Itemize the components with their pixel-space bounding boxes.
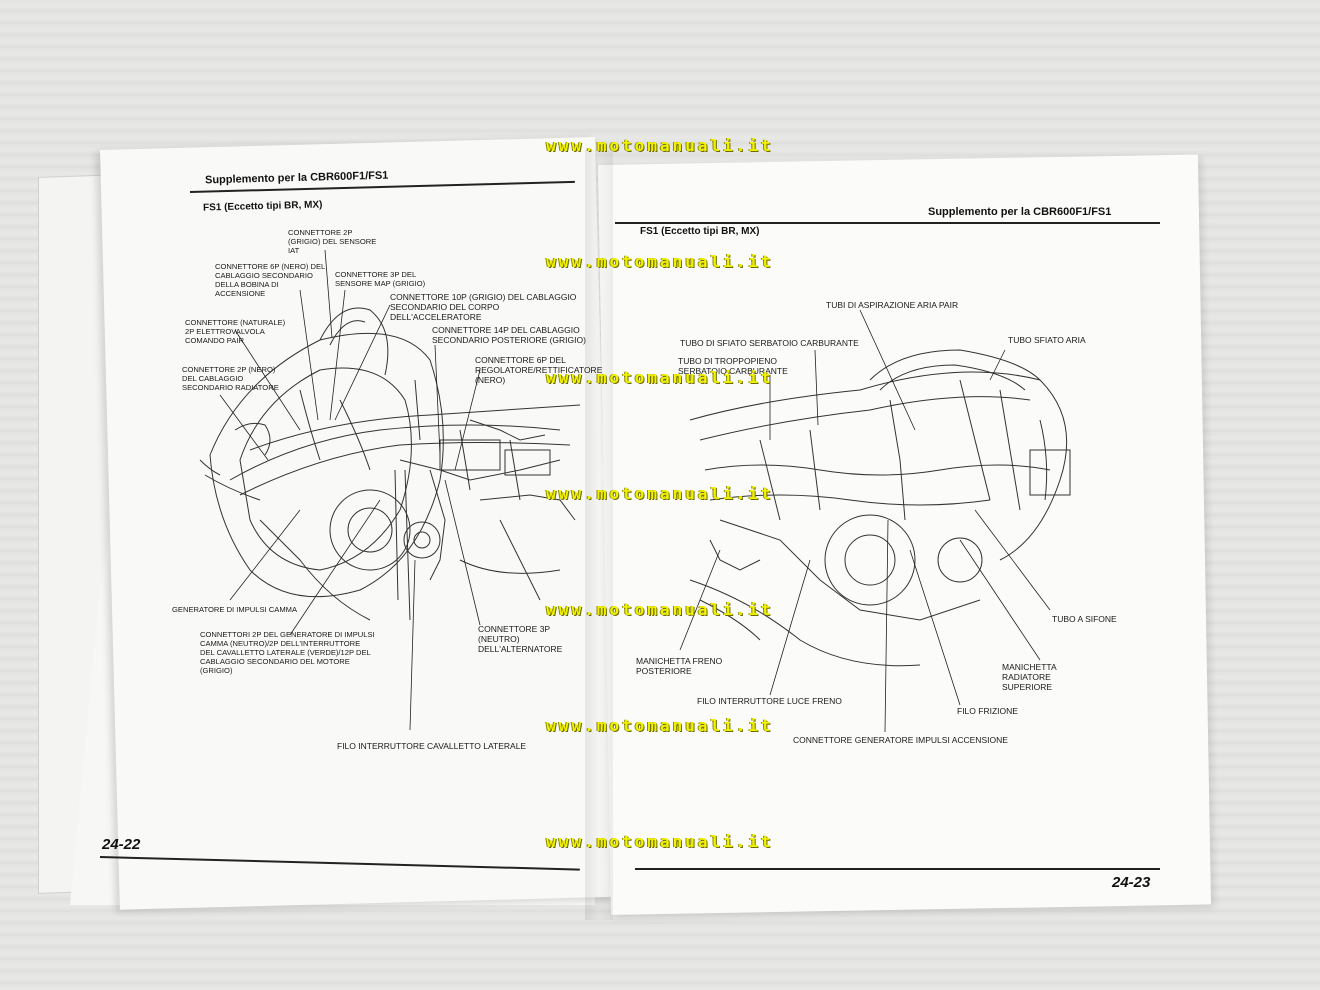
label-alternator-connector: CONNETTORE 3P (NEUTRO) DELL'ALTERNATORE: [478, 624, 563, 654]
label-throttle-body-connector: CONNETTORE 10P (GRIGIO) DEL CABLAGGIO SE…: [390, 292, 577, 322]
label-air-vent-tube: TUBO SFIATO ARIA: [1008, 335, 1086, 345]
watermark-text: www.motomanuali.it: [546, 832, 774, 851]
label-iat-connector: CONNETTORE 2P (GRIGIO) DEL SENSORE IAT: [288, 228, 377, 255]
label-rear-brake-hose: MANICHETTA FRENO POSTERIORE: [636, 656, 723, 676]
label-siphon-tube: TUBO A SIFONE: [1052, 614, 1117, 624]
right-footer-rule: [635, 868, 1160, 870]
right-page-subtitle: FS1 (Eccetto tipi BR, MX): [640, 226, 760, 237]
watermark-text: www.motomanuali.it: [546, 136, 774, 155]
label-fuel-tank-overflow-tube: TUBO DI TROPPOPIENO SERBATOIO CARBURANTE: [678, 356, 788, 376]
label-pair-air-intake-tubes: TUBI DI ASPIRAZIONE ARIA PAIR: [826, 300, 959, 310]
left-engine-diagram: [199, 307, 581, 621]
left-leader-lines: [219, 249, 481, 731]
right-page-header: Supplemento per la CBR600F1/FS1: [928, 206, 1112, 218]
right-leader-lines: [679, 309, 1051, 733]
watermark-text: www.motomanuali.it: [546, 716, 774, 735]
watermark-text: www.motomanuali.it: [546, 252, 774, 271]
label-fuel-tank-breather-tube: TUBO DI SFIATO SERBATOIO CARBURANTE: [680, 338, 859, 348]
label-ignition-pulse-generator-connector: CONNETTORE GENERATORE IMPULSI ACCENSIONE: [793, 735, 1008, 745]
label-radiator-subharness-connector: CONNETTORE 2P (NERO) DEL CABLAGGIO SECON…: [182, 365, 279, 392]
right-header-rule: [615, 222, 1160, 224]
label-rear-subharness-connector: CONNETTORE 14P DEL CABLAGGIO SECONDARIO …: [432, 325, 586, 345]
right-engine-diagram: [689, 349, 1071, 667]
label-upper-radiator-hose: MANICHETTA RADIATORE SUPERIORE: [1002, 662, 1057, 692]
book-gutter: [585, 150, 613, 920]
watermark-text: www.motomanuali.it: [546, 368, 774, 387]
label-ignition-coil-connector: CONNETTORE 6P (NERO) DEL CABLAGGIO SECON…: [215, 262, 325, 298]
label-pair-solenoid-connector: CONNETTORE (NATURALE) 2P ELETTROVALVOLA …: [185, 318, 286, 345]
label-engine-subharness-connectors: CONNETTORI 2P DEL GENERATORE DI IMPULSI …: [200, 630, 375, 675]
label-brake-light-switch-wire: FILO INTERRUTTORE LUCE FRENO: [697, 696, 842, 706]
label-regulator-connector: CONNETTORE 6P DEL REGOLATORE/RETTIFICATO…: [475, 355, 603, 385]
left-page-number: 24-22: [102, 836, 141, 853]
watermark-text: www.motomanuali.it: [546, 484, 774, 503]
label-clutch-wire: FILO FRIZIONE: [957, 706, 1018, 716]
label-map-sensor-connector: CONNETTORE 3P DEL SENSORE MAP (GRIGIO): [335, 270, 426, 288]
right-page-number: 24-23: [1112, 874, 1151, 891]
label-cam-pulse-generator: GENERATORE DI IMPULSI CAMMA: [172, 605, 298, 614]
label-sidestand-switch-wire: FILO INTERRUTTORE CAVALLETTO LATERALE: [337, 741, 527, 751]
watermark-text: www.motomanuali.it: [546, 600, 774, 619]
